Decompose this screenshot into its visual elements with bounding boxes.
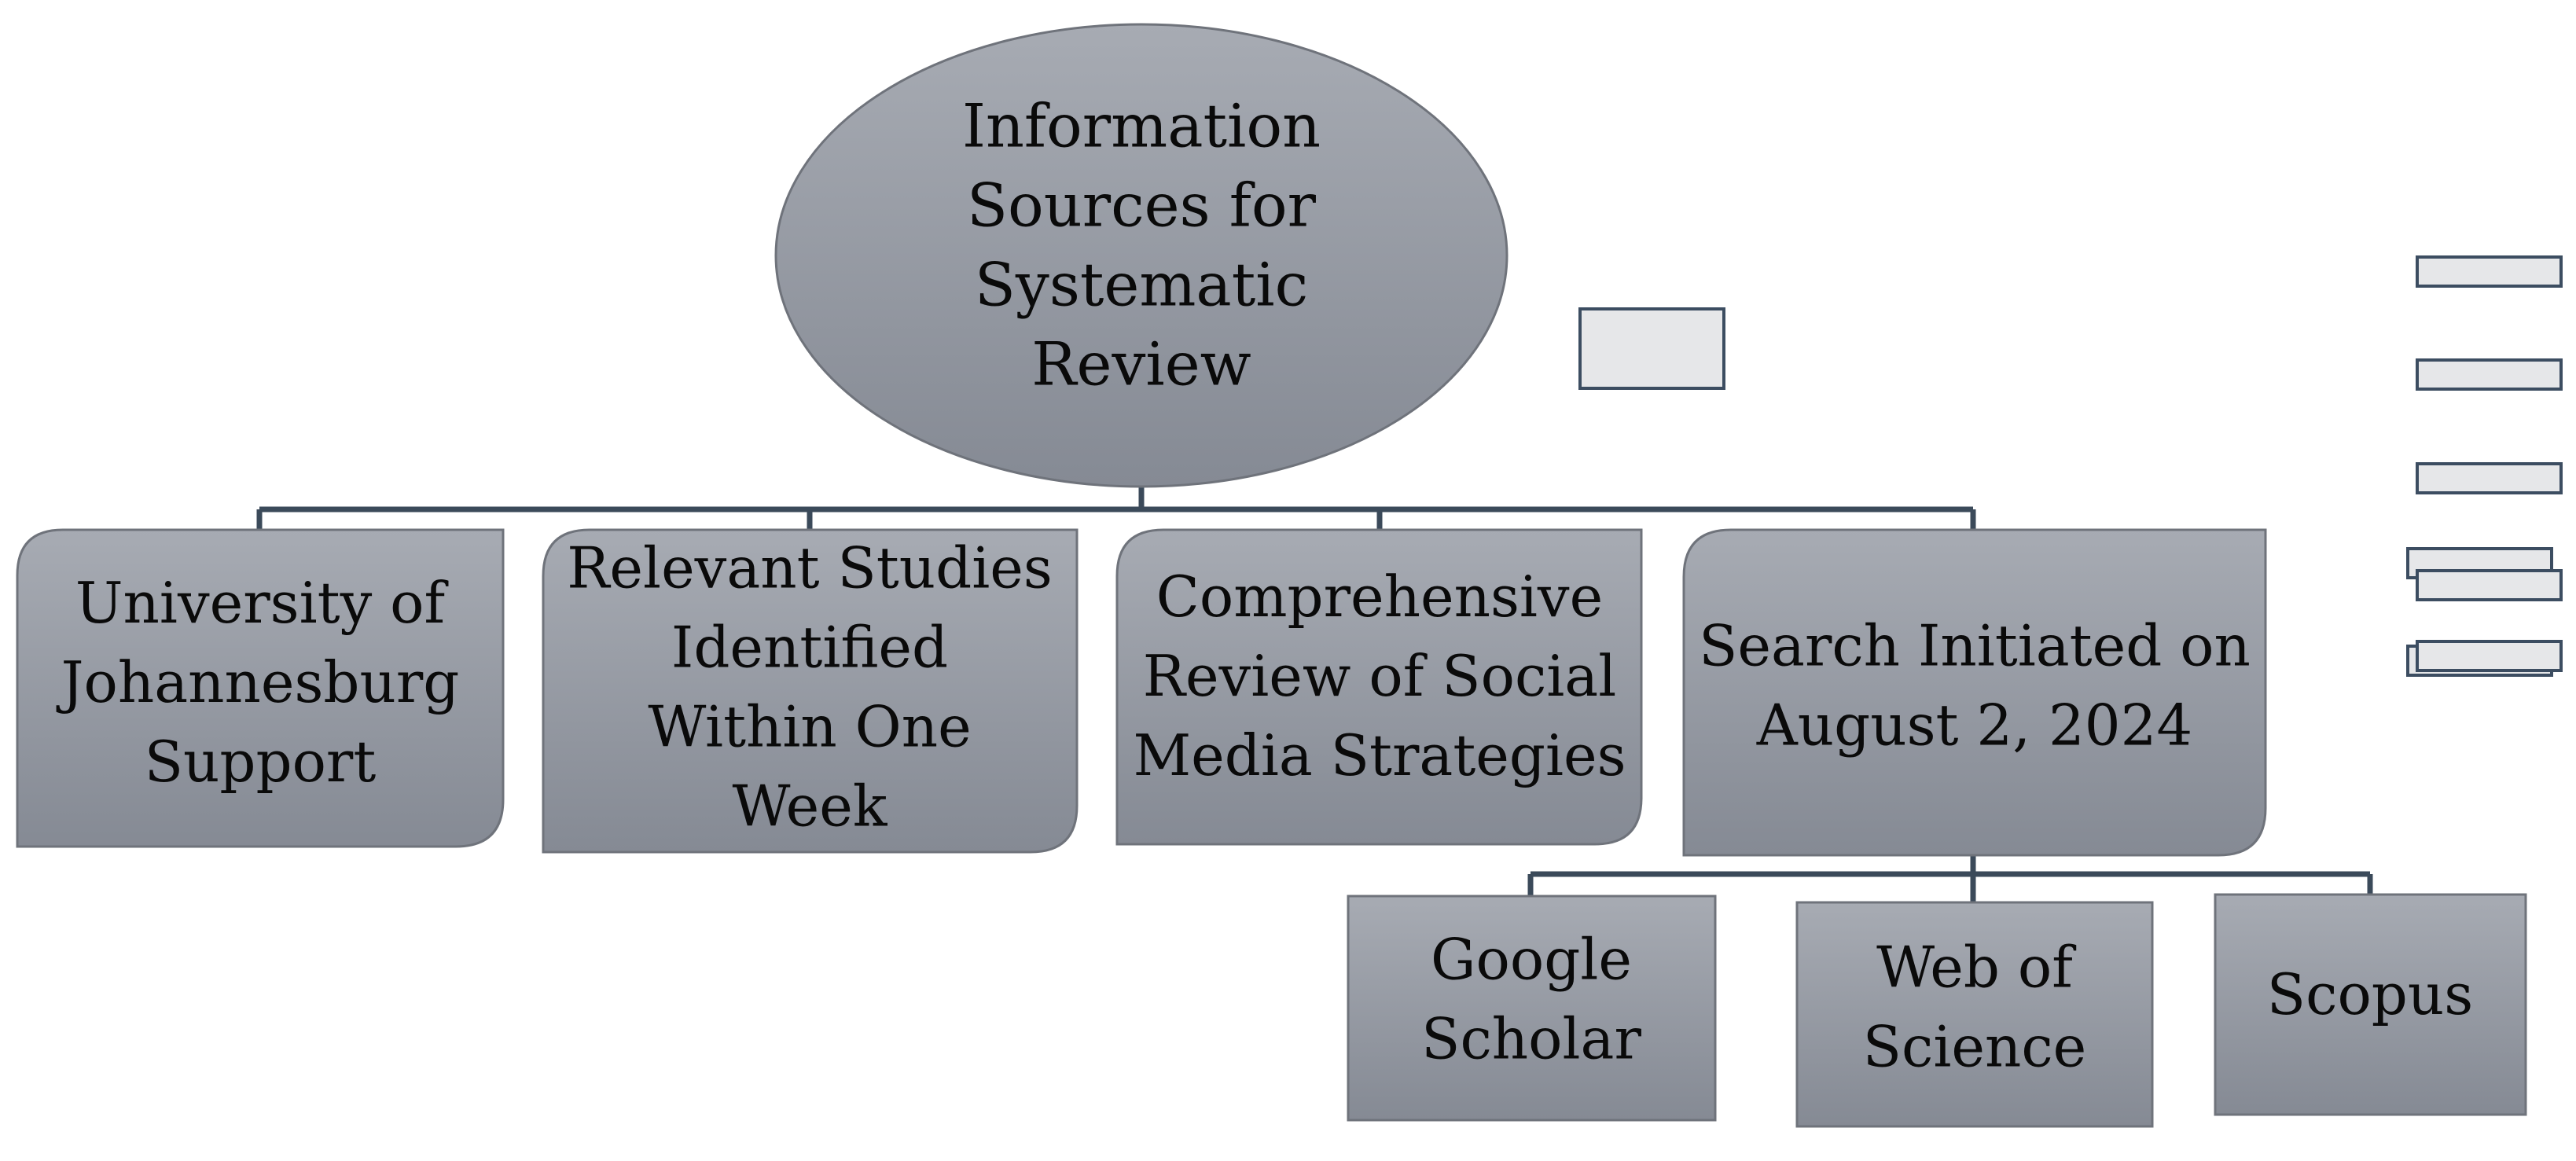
- stray-placeholder-boxes: [1578, 255, 2563, 677]
- label-line: Systematic: [975, 250, 1308, 320]
- placeholder-box: [2416, 358, 2563, 391]
- node-shape: [2214, 893, 2527, 1116]
- placeholder-box: [2416, 255, 2563, 288]
- label-line: Scholar: [1421, 1006, 1641, 1072]
- label-line: Information: [962, 91, 1321, 161]
- label-line: Review of Social: [1143, 643, 1617, 709]
- node-shape: [1347, 895, 1717, 1122]
- label-line: Review: [1031, 329, 1251, 399]
- placeholder-box: [2416, 569, 2563, 601]
- node-shape: [542, 528, 1079, 854]
- scopus-label: Scopus: [2267, 961, 2473, 1027]
- node-shape: [16, 528, 505, 848]
- label-line: Week: [733, 773, 888, 840]
- label-line: Scopus: [2267, 961, 2473, 1027]
- level2-node-scopus: Scopus: [2214, 893, 2527, 1116]
- node-shape: [1115, 528, 1643, 846]
- root-ellipse: [774, 23, 1508, 488]
- label-line: Comprehensive: [1156, 564, 1603, 630]
- label-line: Google: [1431, 927, 1632, 993]
- placeholder-box: [1578, 307, 1725, 390]
- label-line: Media Strategies: [1133, 722, 1626, 788]
- search-initiated-label: Search Initiated on August 2, 2024: [1699, 613, 2251, 759]
- label-line: Sources for: [967, 171, 1317, 241]
- connector-lines: [256, 486, 2373, 902]
- label-line: Within One: [648, 694, 971, 760]
- level2-node-web-of-science: Web of Science: [1795, 901, 2154, 1128]
- web-of-science-label: Web of Science: [1863, 935, 2087, 1080]
- placeholder-box: [2416, 462, 2563, 494]
- label-line: University of: [75, 570, 449, 636]
- label-line: Identified: [671, 615, 948, 681]
- label-line: Search Initiated on: [1699, 613, 2251, 679]
- node-shape: [1682, 528, 2267, 857]
- placeholder-box: [2416, 640, 2563, 672]
- label-line: Johannesburg: [56, 649, 460, 715]
- label-line: Support: [145, 729, 377, 795]
- label-line: Science: [1863, 1014, 2087, 1080]
- label-line: Web of: [1876, 935, 2076, 1001]
- label-line: Relevant Studies: [567, 535, 1053, 601]
- node-shape: [1795, 901, 2154, 1128]
- level1-node-search-initiated: Search Initiated on August 2, 2024: [1682, 528, 2267, 857]
- label-line: August 2, 2024: [1756, 693, 2192, 759]
